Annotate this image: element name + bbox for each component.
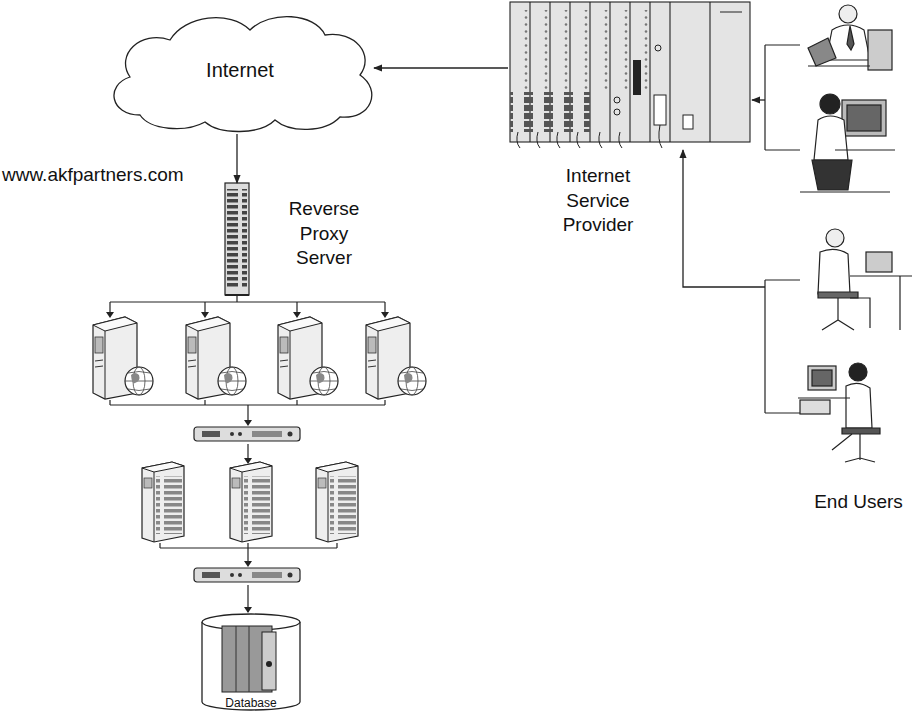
connector-arrow <box>236 134 237 183</box>
connector-arrow <box>374 67 508 68</box>
proxy-server: Reverse Proxy Server <box>225 183 249 295</box>
url-label: www.akfpartners.com <box>2 163 184 188</box>
database-cylinder: Database <box>200 612 302 712</box>
cloud-node: Internet <box>100 5 380 135</box>
node-label: Database <box>200 696 302 710</box>
connector-arrow <box>752 99 765 100</box>
node-label: End Users <box>805 490 912 515</box>
isp-rack: Internet Service Provider <box>508 0 752 150</box>
end-users-group: End Users <box>765 30 912 515</box>
node-label: Internet Service Provider <box>546 164 650 238</box>
node-label: Internet <box>100 5 380 135</box>
node-label: Reverse Proxy Server <box>277 197 371 271</box>
connector-arrow <box>683 150 765 287</box>
